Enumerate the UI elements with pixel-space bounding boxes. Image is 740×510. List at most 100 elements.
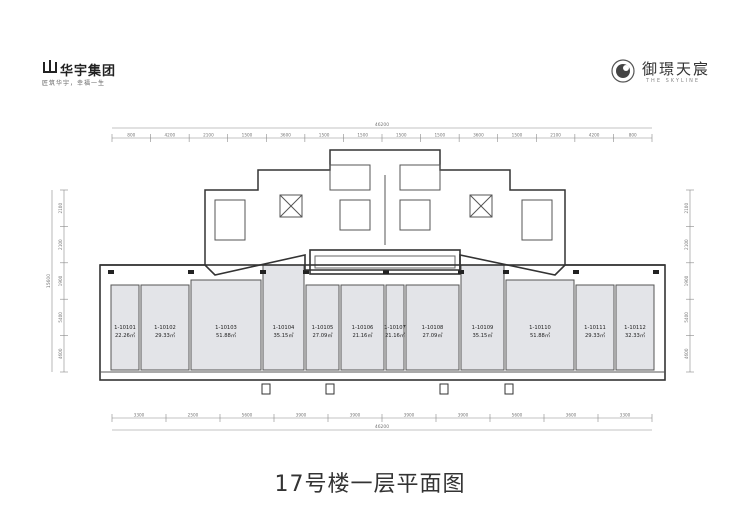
entry-door	[261, 383, 271, 395]
unit-area: 21.16㎡	[352, 331, 373, 339]
unit-area: 35.15㎡	[472, 331, 493, 339]
right-dim-label: 1900	[684, 275, 689, 286]
unit-id: 1-10109	[472, 325, 494, 331]
shop-unit	[615, 284, 655, 371]
bottom-dim-label: 3900	[404, 413, 415, 418]
wall-column	[653, 270, 659, 274]
entry-door	[439, 383, 449, 395]
unit-id: 1-10102	[154, 325, 176, 331]
unit-area: 29.33㎡	[155, 331, 176, 339]
unit-area: 27.09㎡	[312, 331, 333, 339]
bottom-dim-label: 3600	[566, 413, 577, 418]
shop-unit	[110, 284, 140, 371]
left-dim-label: 4600	[58, 348, 63, 359]
bottom-dim-label: 3900	[296, 413, 307, 418]
wall-column	[303, 270, 309, 274]
wall-column	[260, 270, 266, 274]
unit-area: 32.33㎡	[625, 331, 646, 339]
bottom-dim-label: 3300	[620, 413, 631, 418]
top-dim-label: 800	[127, 133, 135, 138]
right-dim-label: 2100	[684, 203, 689, 214]
unit-id: 1-10105	[312, 325, 334, 331]
unit-id: 1-10104	[273, 325, 295, 331]
right-brand-sub: THE SKYLINE	[646, 78, 701, 84]
project-logo: 御璟天宸 THE SKYLINE	[606, 56, 716, 92]
unit-area: 21.16㎡	[385, 331, 406, 339]
right-brand-name: 御璟天宸	[642, 60, 711, 78]
huayu-mark-icon	[43, 60, 57, 73]
shop-unit	[340, 284, 385, 371]
shop-unit	[140, 284, 190, 371]
entry-door	[504, 383, 514, 395]
unit-area: 51.88㎡	[216, 331, 237, 339]
unit-labels: 1-1010122.26㎡1-1010229.33㎡1-1010351.88㎡1…	[114, 325, 646, 339]
top-dim-label: 1500	[435, 133, 446, 138]
top-dim-label: 1500	[357, 133, 368, 138]
unit-area: 51.88㎡	[530, 331, 551, 339]
left-dim-label: 1900	[58, 275, 63, 286]
right-dim-label: 2100	[684, 239, 689, 250]
shop-units	[108, 264, 659, 395]
unit-id: 1-10106	[352, 325, 374, 331]
top-dim-label: 4200	[165, 133, 176, 138]
shop-unit	[575, 284, 615, 371]
shop-unit	[262, 264, 305, 371]
left-dim-label: 2100	[58, 239, 63, 250]
upper-core	[204, 149, 566, 275]
top-dim-label: 1500	[396, 133, 407, 138]
unit-area: 29.33㎡	[585, 331, 606, 339]
bottom-dim-label: 5600	[242, 413, 253, 418]
right-dim-label: 4600	[684, 348, 689, 359]
shop-unit	[505, 279, 575, 371]
entry-door	[325, 383, 335, 395]
top-dim-label: 800	[629, 133, 637, 138]
wall-column	[503, 270, 509, 274]
top-dim-label: 1500	[512, 133, 523, 138]
shop-unit	[305, 284, 340, 371]
top-dim-label: 4200	[589, 133, 600, 138]
left-brand-slogan: 匠筑华宇，幸福一生	[42, 80, 106, 87]
unit-id: 1-10110	[529, 325, 551, 331]
dimension-lines: 46200 800 4200 2100 1500 3600 1500 1500 1500 1500…	[46, 122, 694, 431]
top-dim-label: 2100	[203, 133, 214, 138]
unit-id: 1-10103	[215, 325, 237, 331]
unit-id: 1-10112	[624, 325, 646, 331]
bottom-dim-label: 3900	[350, 413, 361, 418]
top-dim-label: 3600	[473, 133, 484, 138]
wall-column	[188, 270, 194, 274]
unit-id: 1-10108	[422, 325, 444, 331]
unit-id: 1-10101	[114, 325, 136, 331]
wall-column	[383, 270, 389, 274]
plan-caption: 17号楼一层平面图	[274, 472, 466, 497]
shop-unit	[190, 279, 262, 371]
unit-id: 1-10107	[384, 325, 406, 331]
shop-unit	[405, 284, 460, 371]
bottom-dim-label: 2500	[188, 413, 199, 418]
bottom-dim-label: 3300	[134, 413, 145, 418]
project-emblem-icon	[611, 59, 635, 83]
wall-column	[108, 270, 114, 274]
top-dim-label: 1500	[242, 133, 253, 138]
bottom-dim-label: 3900	[458, 413, 469, 418]
bottom-total-dim-label: 46200	[375, 424, 389, 430]
wall-column	[573, 270, 579, 274]
top-dim-label: 2100	[550, 133, 561, 138]
shop-unit	[460, 264, 505, 371]
left-dim-label: 5400	[58, 312, 63, 323]
wall-column	[458, 270, 464, 274]
top-total-dim-label: 46200	[375, 122, 389, 128]
shop-unit	[385, 284, 405, 371]
top-dim-label: 3600	[280, 133, 291, 138]
unit-area: 22.26㎡	[115, 331, 136, 339]
unit-area: 35.15㎡	[273, 331, 294, 339]
unit-id: 1-10111	[584, 325, 606, 331]
left-dim-label: 2100	[58, 203, 63, 214]
left-total-dim-label: 15600	[46, 274, 52, 288]
huayu-group-logo: 华宇集团 匠筑华宇，幸福一生	[40, 58, 150, 94]
right-dim-label: 5400	[684, 312, 689, 323]
left-brand-name: 华宇集团	[60, 64, 117, 79]
unit-area: 27.09㎡	[422, 331, 443, 339]
outer-walls	[99, 254, 666, 381]
top-dim-label: 1500	[319, 133, 330, 138]
